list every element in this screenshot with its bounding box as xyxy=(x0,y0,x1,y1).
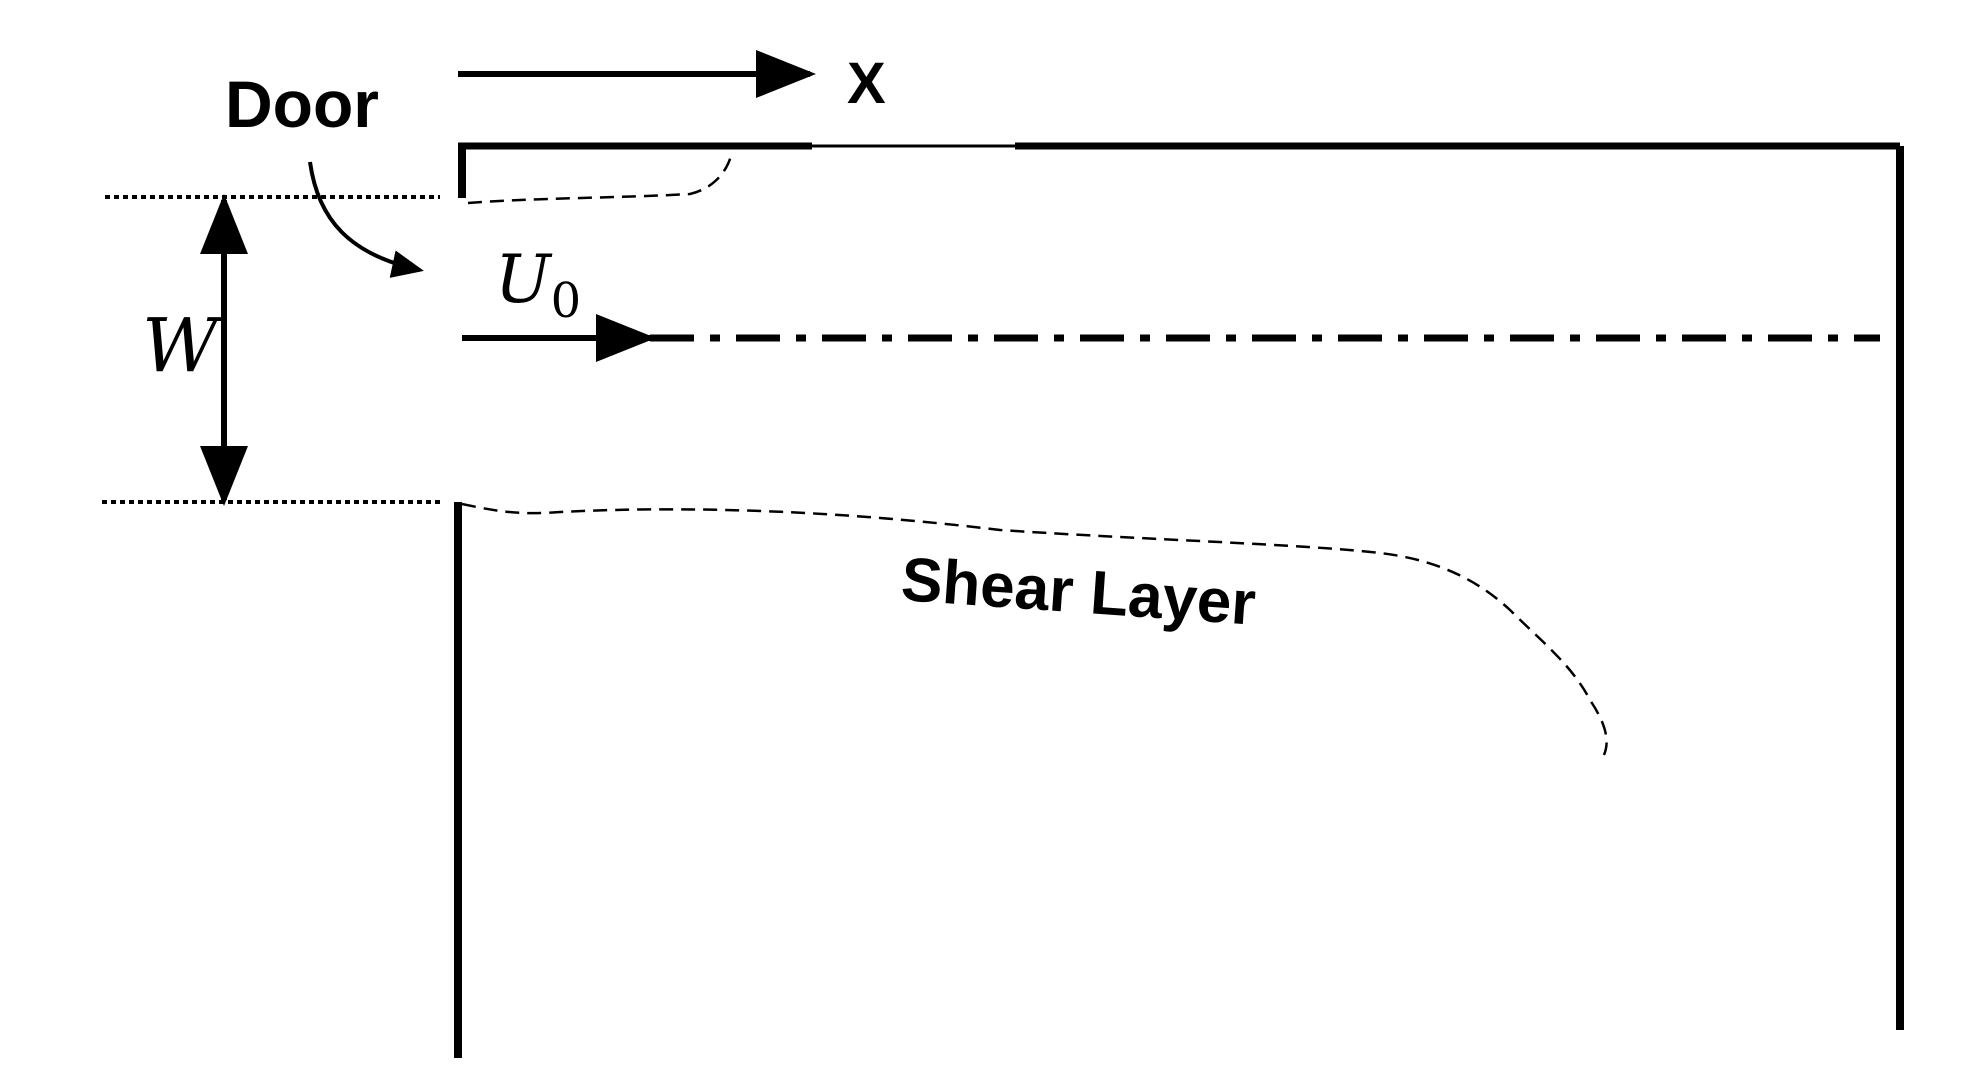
door-swing-arrow xyxy=(308,161,424,278)
velocity-subscript: 0 xyxy=(551,273,582,329)
x-axis-label: X xyxy=(847,51,886,116)
shear-layer-label: Shear Layer xyxy=(899,545,1258,639)
shear-layer-curve xyxy=(461,502,1608,756)
velocity-label: U0 xyxy=(495,241,581,329)
door-label: Door xyxy=(225,67,379,141)
upper-separation-curve xyxy=(467,151,734,205)
width-label: W xyxy=(142,303,224,389)
velocity-symbol: U xyxy=(495,241,553,318)
